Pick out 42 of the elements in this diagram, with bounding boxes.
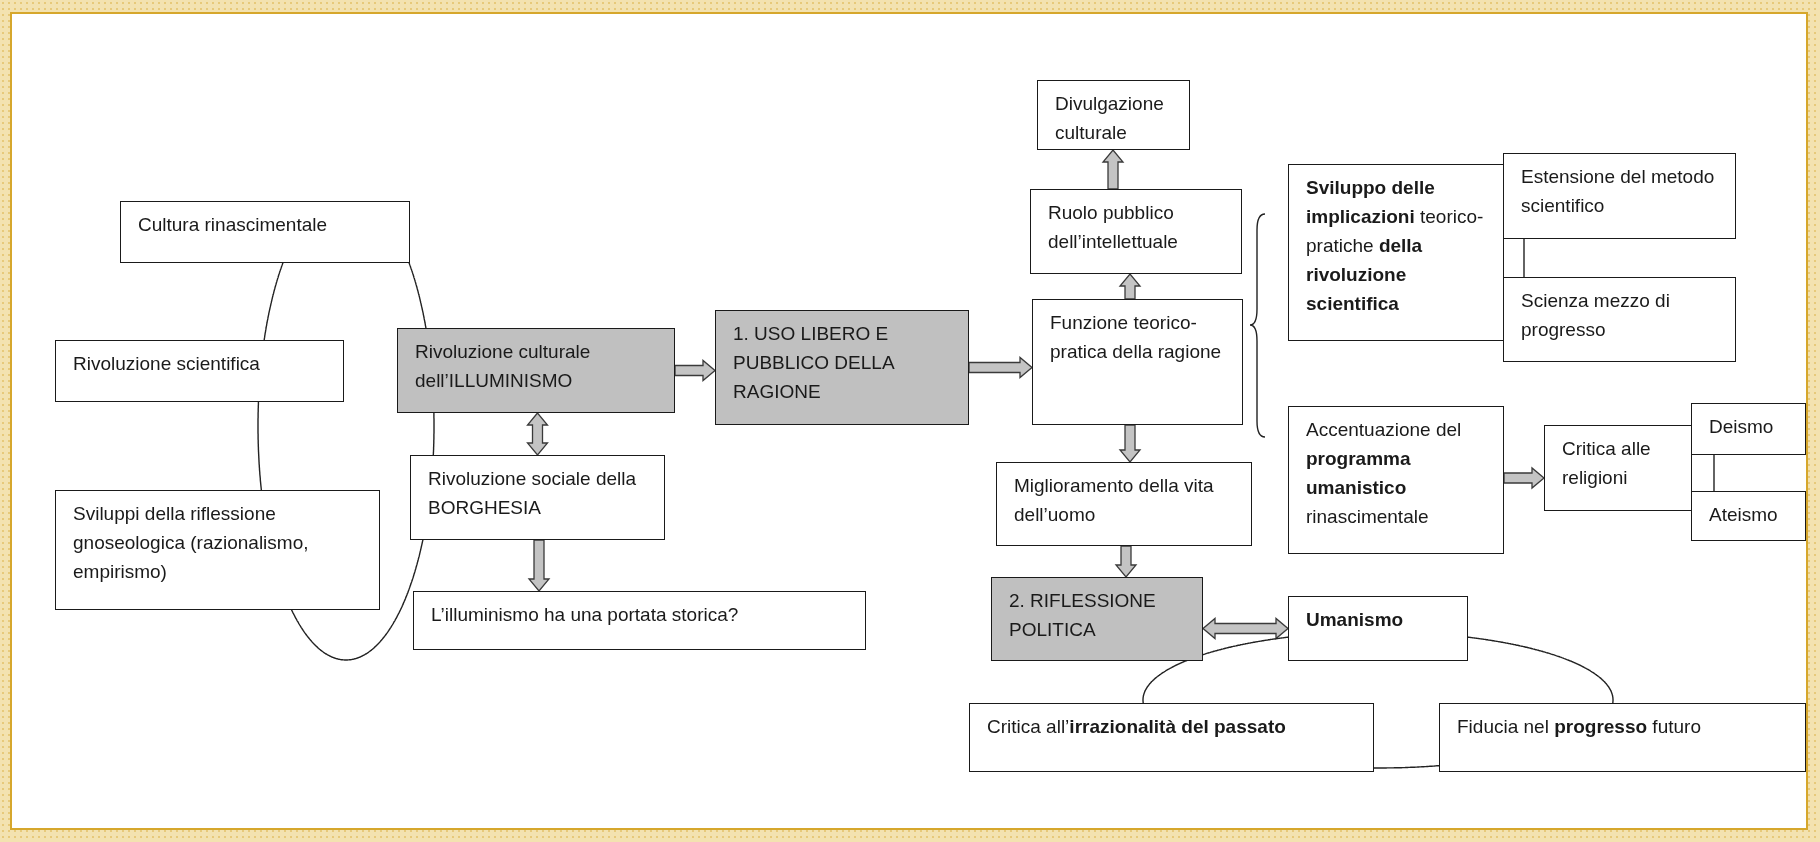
concept-box: Accentuazione del programma umanistico rinascimentale <box>1288 406 1504 554</box>
curved-connector <box>1373 764 1441 769</box>
concept-box: L’illuminismo ha una portata storica? <box>413 591 866 650</box>
connector-line <box>1523 238 1525 278</box>
concept-box: Sviluppi della riflessione gnoseologica (razionalismo, empirismo) <box>55 490 380 610</box>
block-arrow <box>1503 466 1545 490</box>
curved-connector <box>408 262 427 329</box>
concept-box: Sviluppo delle implicazioni teorico- pratiche della rivoluzione scientifica <box>1288 164 1504 341</box>
concept-box: Critica alle religioni <box>1544 425 1692 511</box>
block-arrow <box>968 356 1033 379</box>
block-arrow <box>1114 545 1138 578</box>
block-arrow <box>1101 149 1125 190</box>
concept-box: Ruolo pubblico dell’intellettuale <box>1030 189 1242 274</box>
concept-box: Deismo <box>1691 403 1806 455</box>
concept-box: Rivoluzione scientifica <box>55 340 344 402</box>
key-concept-box: 1. USO LIBERO E PUBBLICO DELLA RAGIONE <box>715 310 969 425</box>
concept-box: Funzione teorico-pratica della ragione <box>1032 299 1243 425</box>
key-concept-box: Rivoluzione culturale dell’ILLUMINISMO <box>397 328 675 413</box>
curved-connector <box>432 412 435 457</box>
concept-box: Estensione del metodo scientifico <box>1503 153 1736 239</box>
block-arrow <box>527 539 551 592</box>
concept-box: Ateismo <box>1691 491 1806 541</box>
block-arrow <box>526 412 549 456</box>
concept-box: Umanismo <box>1288 596 1468 661</box>
curved-connector <box>1467 636 1614 704</box>
block-arrow <box>674 359 716 382</box>
concept-box: Cultura rinascimentale <box>120 201 410 263</box>
connector-line <box>1713 454 1715 492</box>
concept-box: Miglioramento della vita dell’uomo <box>996 462 1252 546</box>
block-arrow <box>1118 424 1142 463</box>
curved-connector <box>1142 636 1289 704</box>
concept-box: Critica all’irrazionalità del passato <box>969 703 1374 772</box>
concept-box: Scienza mezzo di progresso <box>1503 277 1736 362</box>
curved-connector <box>263 262 284 341</box>
key-concept-box: 2. RIFLESSIONE POLITICA <box>991 577 1203 661</box>
concept-box: Divulgazione culturale <box>1037 80 1190 150</box>
curved-connector <box>257 400 263 492</box>
block-arrow <box>1118 273 1142 300</box>
concept-box: Fiducia nel progresso futuro <box>1439 703 1806 772</box>
concept-box: Rivoluzione sociale della BORGHESIA <box>410 455 665 540</box>
curved-connector <box>290 538 424 661</box>
block-arrow <box>1202 617 1289 640</box>
